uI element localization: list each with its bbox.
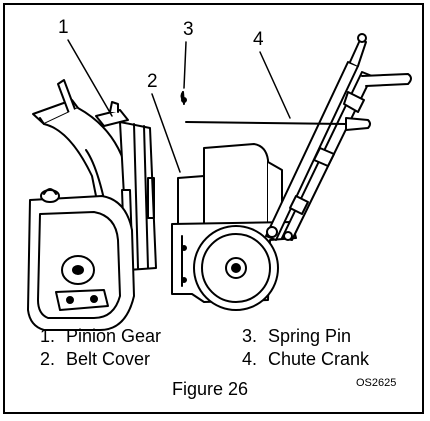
callout-4: 4 [253, 29, 264, 50]
legend-number: 4. [242, 349, 258, 369]
legend-number: 3. [242, 326, 258, 346]
chute-assembly [27, 79, 157, 331]
legend-item-chute-crank: 4. Chute Crank [242, 350, 369, 368]
figure-caption: Figure 26 [172, 379, 249, 399]
legend-item-spring-pin: 3. Spring Pin [242, 327, 351, 345]
spring-pin [180, 91, 187, 105]
leader-line-3 [183, 41, 187, 89]
legend-label: Spring Pin [268, 326, 352, 346]
legend-label: Chute Crank [268, 349, 370, 369]
callout-3: 3 [183, 19, 194, 40]
legend-label: Pinion Gear [66, 326, 162, 346]
chute-crank [185, 117, 371, 131]
legend-number: 1. [40, 326, 56, 346]
callout-2: 2 [147, 71, 158, 92]
legend-item-belt-cover: 2. Belt Cover [40, 350, 150, 368]
leader-line-1 [67, 39, 113, 117]
legend-number: 2. [40, 349, 56, 369]
leader-line-4 [259, 51, 291, 119]
figure-code: OS2625 [356, 377, 397, 389]
leader-line-2 [151, 93, 181, 173]
snowblower-body [171, 143, 297, 311]
callout-1: 1 [58, 17, 69, 38]
legend-label: Belt Cover [66, 349, 151, 369]
legend-item-pinion-gear: 1. Pinion Gear [40, 327, 161, 345]
handle-assembly [265, 33, 412, 241]
